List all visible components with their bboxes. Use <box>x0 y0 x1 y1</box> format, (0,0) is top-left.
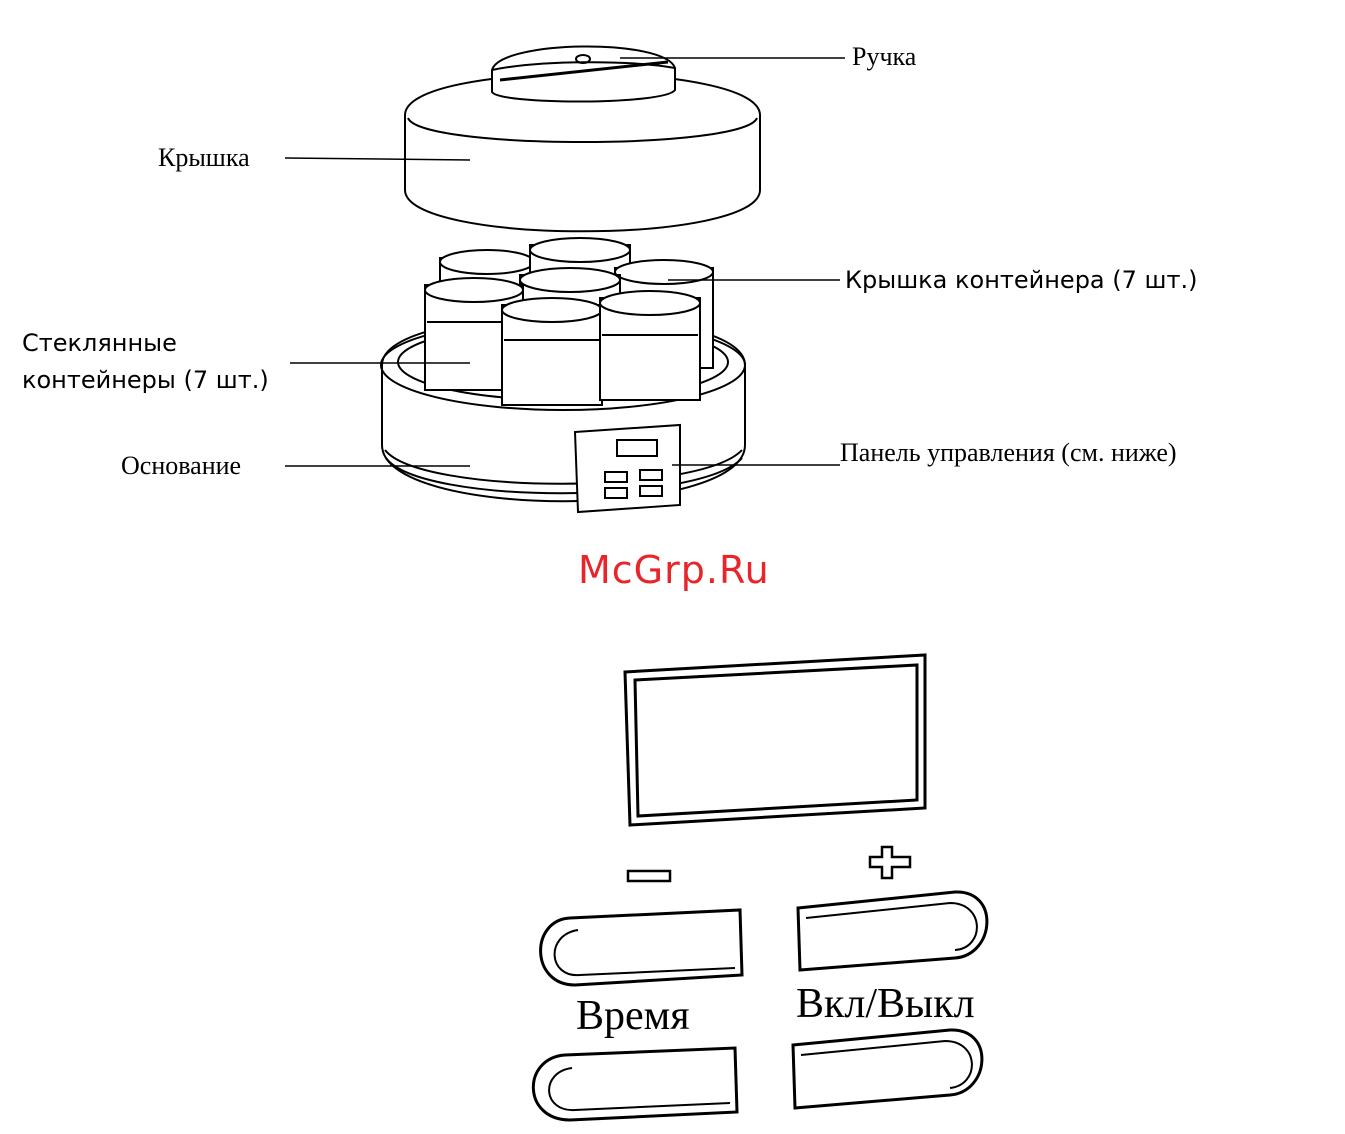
label-glass-containers-line2: контейнеры (7 шт.) <box>22 368 269 392</box>
panel-minus-sign <box>628 871 670 881</box>
watermark-logo: McGrp.Ru <box>578 548 770 592</box>
handle-drawing <box>492 46 675 101</box>
time-button-drawing <box>533 1048 737 1120</box>
label-time: Время <box>576 992 690 1040</box>
label-handle: Ручка <box>852 44 916 70</box>
minus-button-drawing <box>541 910 742 985</box>
jar <box>600 291 700 400</box>
jar <box>502 298 602 405</box>
label-lid: Крышка <box>158 145 250 171</box>
label-glass-containers-line1: Стеклянные <box>22 331 177 355</box>
panel-display <box>625 655 925 825</box>
control-panel-small <box>575 425 680 512</box>
label-container-lids: Крышка контейнера (7 шт.) <box>845 268 1197 292</box>
power-button-drawing <box>793 1030 982 1108</box>
lid-drawing <box>405 46 760 231</box>
label-base: Основание <box>121 453 241 479</box>
panel-plus-sign <box>870 847 910 878</box>
label-control-panel: Панель управления (см. ниже) <box>840 440 1177 466</box>
label-power: Вкл/Выкл <box>796 980 975 1028</box>
plus-button-drawing <box>798 892 987 970</box>
